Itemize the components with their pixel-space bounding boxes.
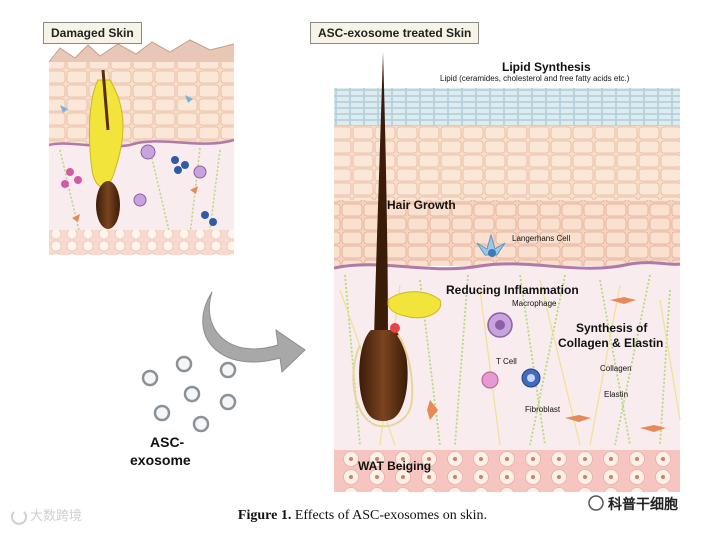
watermark-right: 科普干细胞 — [608, 496, 678, 512]
label-lipid-synthesis: Lipid Synthesis — [502, 60, 591, 74]
label-reducing-inflammation: Reducing Inflammation — [446, 283, 579, 297]
label-synthesis-1: Synthesis of — [576, 321, 648, 335]
figure-caption: Figure 1. Effects of ASC-exosomes on ski… — [0, 508, 725, 524]
watermark-left: 大数跨境 — [30, 508, 83, 523]
label-collagen: Collagen — [600, 364, 632, 373]
immune-cells-left — [60, 95, 217, 226]
label-hair-growth: Hair Growth — [387, 198, 456, 212]
watermark-left-icon — [11, 511, 27, 525]
label-t-cell: T Cell — [496, 357, 517, 366]
treated-skin-illustration — [333, 52, 681, 492]
caption-figure-number: Figure 1. — [237, 508, 292, 523]
label-fibroblast: Fibroblast — [525, 405, 561, 414]
label-asc: ASC- — [150, 434, 185, 450]
transition-arrow — [202, 291, 306, 374]
damaged-skin-title: Damaged Skin — [43, 22, 142, 44]
wechat-icon — [588, 495, 604, 511]
label-macrophage: Macrophage — [512, 299, 557, 308]
label-synthesis-2: Collagen & Elastin — [558, 336, 664, 350]
label-langerhans-cell: Langerhans Cell — [512, 234, 571, 243]
label-exosome: exosome — [130, 452, 191, 468]
caption-text: Effects of ASC-exosomes on skin. — [291, 508, 488, 523]
label-elastin: Elastin — [604, 390, 629, 399]
label-wat-beiging: WAT Beiging — [358, 459, 432, 473]
treated-skin-title: ASC-exosome treated Skin — [310, 22, 480, 44]
damaged-skin-illustration — [48, 39, 235, 255]
label-lipid-detail: Lipid (ceramides, cholesterol and free f… — [440, 74, 630, 83]
exosome-particles — [141, 355, 237, 433]
